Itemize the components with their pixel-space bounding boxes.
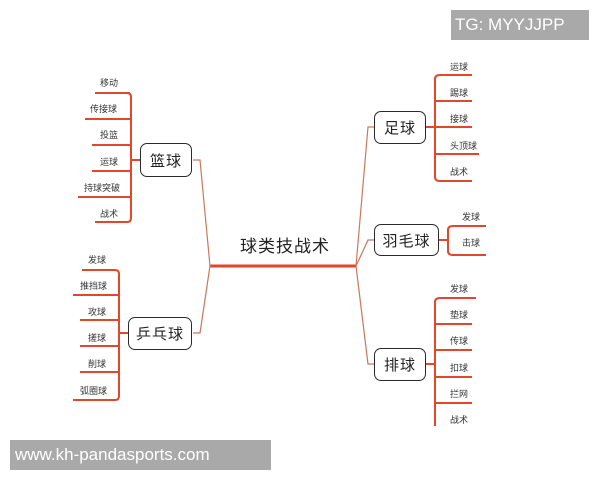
node-pingpong: 乒乓球 [128, 317, 192, 350]
leaf-item: 攻球 [88, 308, 107, 318]
leaf-item: 传接球 [90, 105, 118, 115]
node-basketball: 篮球 [140, 143, 192, 177]
connector-volleyball [355, 265, 374, 365]
node-badminton: 羽毛球 [374, 224, 439, 256]
watermark-telegram: TG: MYYJJPP [451, 10, 589, 40]
leaf-item: 发球 [88, 256, 107, 266]
leaf-item: 持球突破 [84, 184, 121, 194]
watermark-url: www.kh-pandasports.com [10, 440, 271, 470]
leaf-item: 垫球 [450, 311, 469, 321]
connector-basketball [193, 159, 211, 267]
leaf-item: 发球 [450, 285, 469, 295]
node-football: 足球 [374, 111, 426, 144]
leaf-item: 推挡球 [80, 282, 108, 292]
leaf-item: 传球 [450, 337, 469, 347]
leaf-item: 战术 [100, 210, 119, 220]
bracket-basketball [78, 92, 140, 223]
leaf-item: 扣球 [450, 364, 469, 374]
leaf-item: 运球 [100, 158, 119, 168]
root-node: 球类技战术 [240, 237, 330, 257]
leaf-item: 头顶球 [450, 142, 478, 152]
leaf-item: 发球 [462, 213, 481, 223]
leaf-item: 战术 [450, 416, 469, 426]
bracket-football [426, 74, 479, 182]
leaf-item: 战术 [450, 168, 469, 178]
leaf-item: 拦网 [450, 390, 469, 400]
leaf-item: 搓球 [88, 334, 107, 344]
connector-pingpong [193, 265, 211, 334]
leaf-item: 接球 [450, 115, 469, 125]
bracket-pingpong [73, 269, 128, 401]
leaf-item: 投篮 [100, 131, 119, 141]
leaf-item: 削球 [88, 360, 107, 370]
connector-badminton [355, 239, 374, 267]
leaf-item: 弧圈球 [80, 387, 108, 397]
connector-football [355, 126, 374, 267]
leaf-item: 击球 [462, 239, 481, 249]
leaf-item: 踢球 [450, 89, 469, 99]
bracket-badminton [439, 225, 486, 256]
leaf-item: 移动 [100, 79, 119, 89]
bracket-volleyball [426, 297, 476, 426]
leaf-item: 运球 [450, 63, 469, 73]
node-volleyball: 排球 [374, 348, 426, 381]
